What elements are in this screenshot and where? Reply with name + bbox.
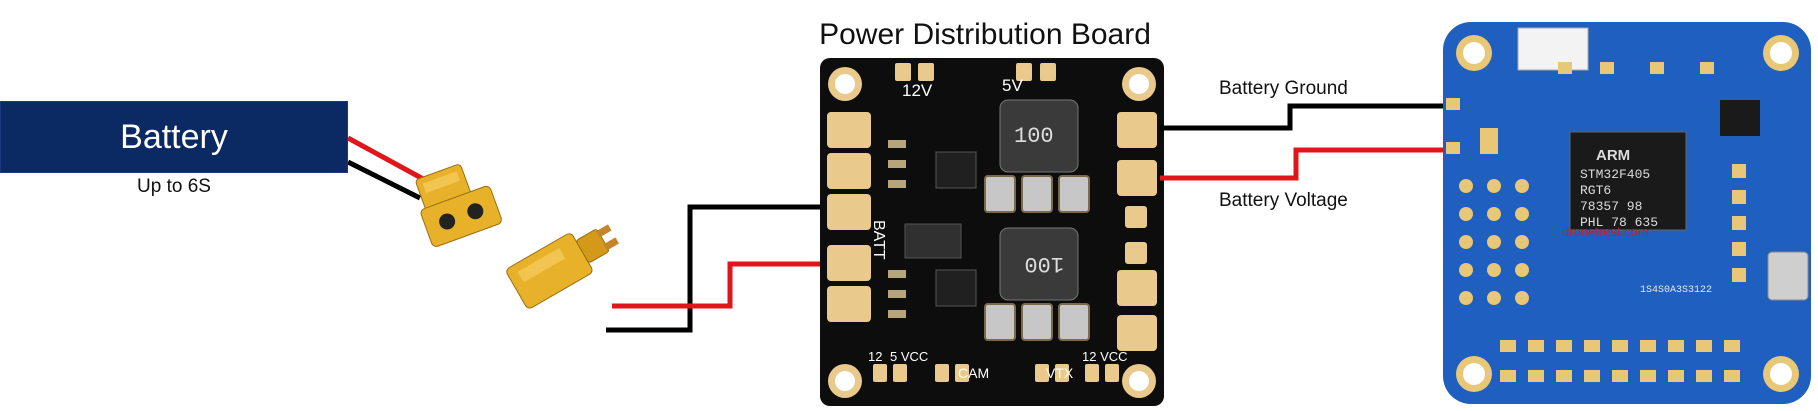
mcu-line-3: PHL 78 635 bbox=[1580, 215, 1658, 230]
battery-positive-wire bbox=[346, 135, 427, 183]
mcu-model: STM32F405 bbox=[1580, 167, 1650, 182]
pdb-silk-12vcc: 12 VCC bbox=[1082, 349, 1128, 364]
battery-block: Battery bbox=[0, 101, 348, 173]
battery-voltage-label: Battery Voltage bbox=[1219, 190, 1348, 211]
pdb-title: Power Distribution Board bbox=[819, 18, 1151, 51]
inductor-marking-bottom: 100 bbox=[1024, 251, 1064, 276]
xt60-female-connector bbox=[415, 164, 502, 247]
inductor-marking-top: 100 bbox=[1014, 124, 1054, 149]
fc-voltage-wire bbox=[1160, 147, 1448, 181]
power-distribution-board bbox=[820, 58, 1164, 406]
xt60-male-connector bbox=[506, 224, 619, 309]
pdb-silk-12: 12 bbox=[868, 349, 882, 364]
flight-controller-board bbox=[1443, 22, 1811, 404]
pdb-silk-12v: 12V bbox=[902, 81, 933, 100]
fc-serial: 1S4S0A3S3122 bbox=[1640, 285, 1712, 296]
battery-cell-rating: Up to 6S bbox=[137, 176, 211, 197]
pdb-silk-vtx: VTX bbox=[1046, 365, 1074, 381]
pdb-silk-batt: BATT bbox=[870, 220, 887, 260]
fc-ground-wire bbox=[1160, 103, 1448, 131]
mcu-line-2: 78357 98 bbox=[1580, 199, 1642, 214]
pdb-silk-cam: CAM bbox=[958, 365, 989, 381]
fc-watermark: dronetrest.com bbox=[1562, 224, 1649, 239]
battery-ground-wire bbox=[346, 159, 422, 201]
battery-ground-label: Battery Ground bbox=[1219, 78, 1348, 99]
battery-label: Battery bbox=[120, 117, 228, 156]
pdb-silk-5v: 5V bbox=[1002, 76, 1023, 95]
mcu-brand: ARM bbox=[1596, 147, 1630, 164]
pdb-silk-5vcc: 5 VCC bbox=[890, 349, 928, 364]
mcu-line-1: RGT6 bbox=[1580, 183, 1611, 198]
pdb-ground-wire bbox=[606, 204, 848, 333]
pdb-positive-wire bbox=[612, 261, 848, 309]
